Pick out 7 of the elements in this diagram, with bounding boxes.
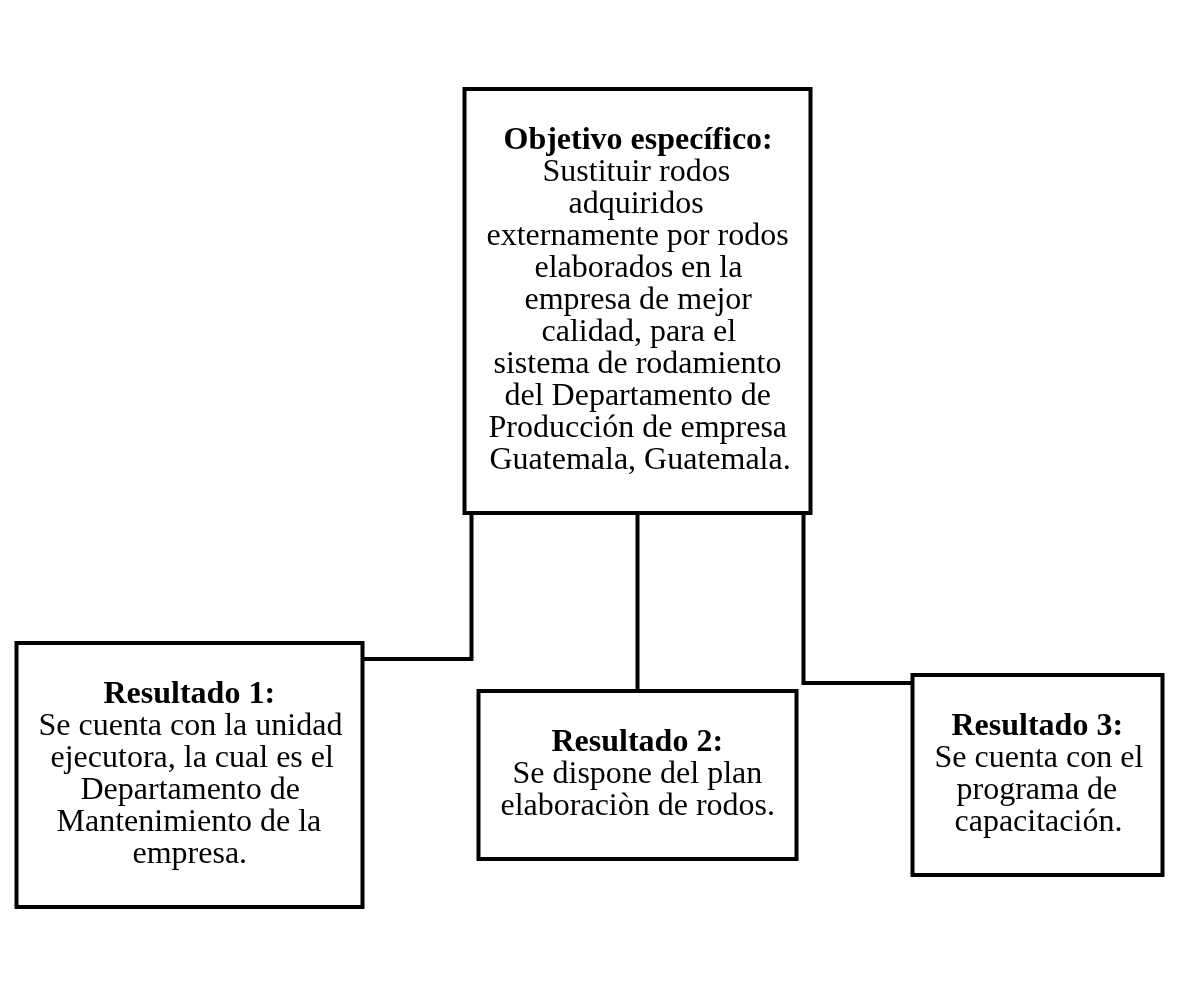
connector	[801, 513, 913, 685]
connector	[363, 513, 474, 661]
connector	[635, 513, 640, 691]
node-box: Objetivo específico: Sustituir rodos adquiridos externamente por rodos elaborados en la empresa de mejor calidad, para el sistema de rodamiento del Departamento de Producción de empresa Guatemala, Guatemala.	[462, 87, 813, 515]
node-box: Resultado 3: Se cuenta con el programa de capacitación.	[910, 673, 1165, 877]
node-box: Resultado 2: Se dispone del plan elaboraciòn de rodos.	[476, 689, 799, 861]
node-box: Resultado 1: Se cuenta con la unidad ejecutora, la cual es el Departamento de Mantenimiento de la empresa.	[14, 641, 365, 909]
